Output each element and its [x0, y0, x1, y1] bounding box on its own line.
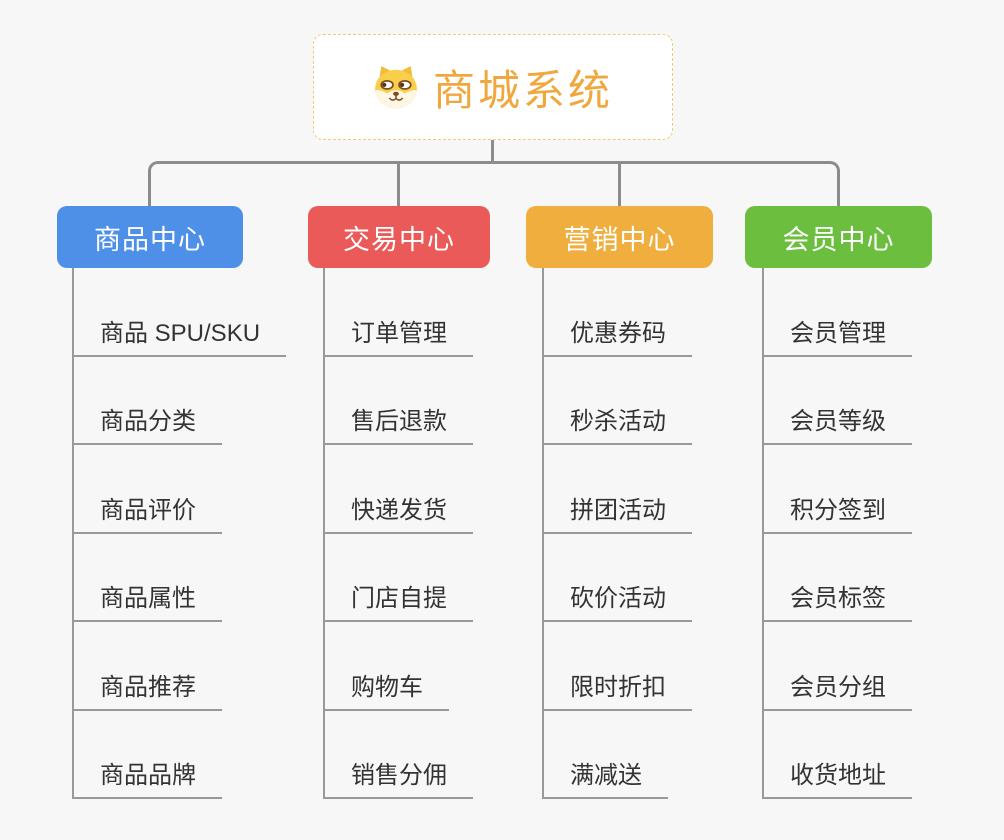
leaf-node[interactable]: 优惠券码: [542, 313, 692, 357]
leaf-node[interactable]: 商品评价: [72, 490, 222, 534]
leaf-node[interactable]: 售后退款: [323, 401, 473, 445]
leaf-node[interactable]: 商品 SPU/SKU: [72, 313, 287, 357]
leaf-node[interactable]: 收货地址: [762, 755, 912, 799]
branch-drop-connector: [397, 164, 400, 206]
leaf-node[interactable]: 购物车: [323, 667, 449, 711]
leaf-node[interactable]: 限时折扣: [542, 667, 692, 711]
leaf-node[interactable]: 积分签到: [762, 490, 912, 534]
root-title: 商城系统: [432, 66, 613, 114]
branch-children-trade-center: 订单管理 售后退款 快递发货 门店自提 购物车 销售分佣: [323, 268, 578, 799]
leaf-node[interactable]: 商品品牌: [72, 755, 222, 799]
branch-children-member-center: 会员管理 会员等级 积分签到 会员标签 会员分组 收货地址: [762, 268, 1004, 799]
branch-drop-connector: [618, 164, 621, 206]
leaf-node[interactable]: 会员管理: [762, 313, 912, 357]
leaf-node[interactable]: 商品属性: [72, 578, 222, 622]
root-node[interactable]: 商城系统: [313, 34, 673, 140]
leaf-node[interactable]: 订单管理: [323, 313, 473, 357]
dog-face-icon: [375, 66, 417, 109]
leaf-node[interactable]: 满减送: [542, 755, 668, 799]
leaf-node[interactable]: 会员标签: [762, 578, 912, 622]
leaf-node[interactable]: 会员分组: [762, 667, 912, 711]
leaf-node[interactable]: 销售分佣: [323, 755, 473, 799]
leaf-node[interactable]: 砍价活动: [542, 578, 692, 622]
branch-node-marketing-center[interactable]: 营销中心: [526, 206, 713, 268]
branch-bracket-connector: [148, 161, 840, 206]
leaf-node[interactable]: 商品推荐: [72, 667, 222, 711]
leaf-node[interactable]: 会员等级: [762, 401, 912, 445]
branch-node-member-center[interactable]: 会员中心: [745, 206, 932, 268]
branch-node-product-center[interactable]: 商品中心: [57, 206, 243, 268]
leaf-node[interactable]: 商品分类: [72, 401, 222, 445]
branch-node-trade-center[interactable]: 交易中心: [308, 206, 490, 268]
leaf-node[interactable]: 秒杀活动: [542, 401, 692, 445]
branch-children-marketing-center: 优惠券码 秒杀活动 拼团活动 砍价活动 限时折扣 满减送: [542, 268, 797, 799]
leaf-node[interactable]: 快递发货: [323, 490, 473, 534]
branch-children-product-center: 商品 SPU/SKU 商品分类 商品评价 商品属性 商品推荐 商品品牌: [72, 268, 327, 799]
leaf-node[interactable]: 拼团活动: [542, 490, 692, 534]
root-stem-connector: [491, 140, 494, 163]
leaf-node[interactable]: 门店自提: [323, 578, 473, 622]
